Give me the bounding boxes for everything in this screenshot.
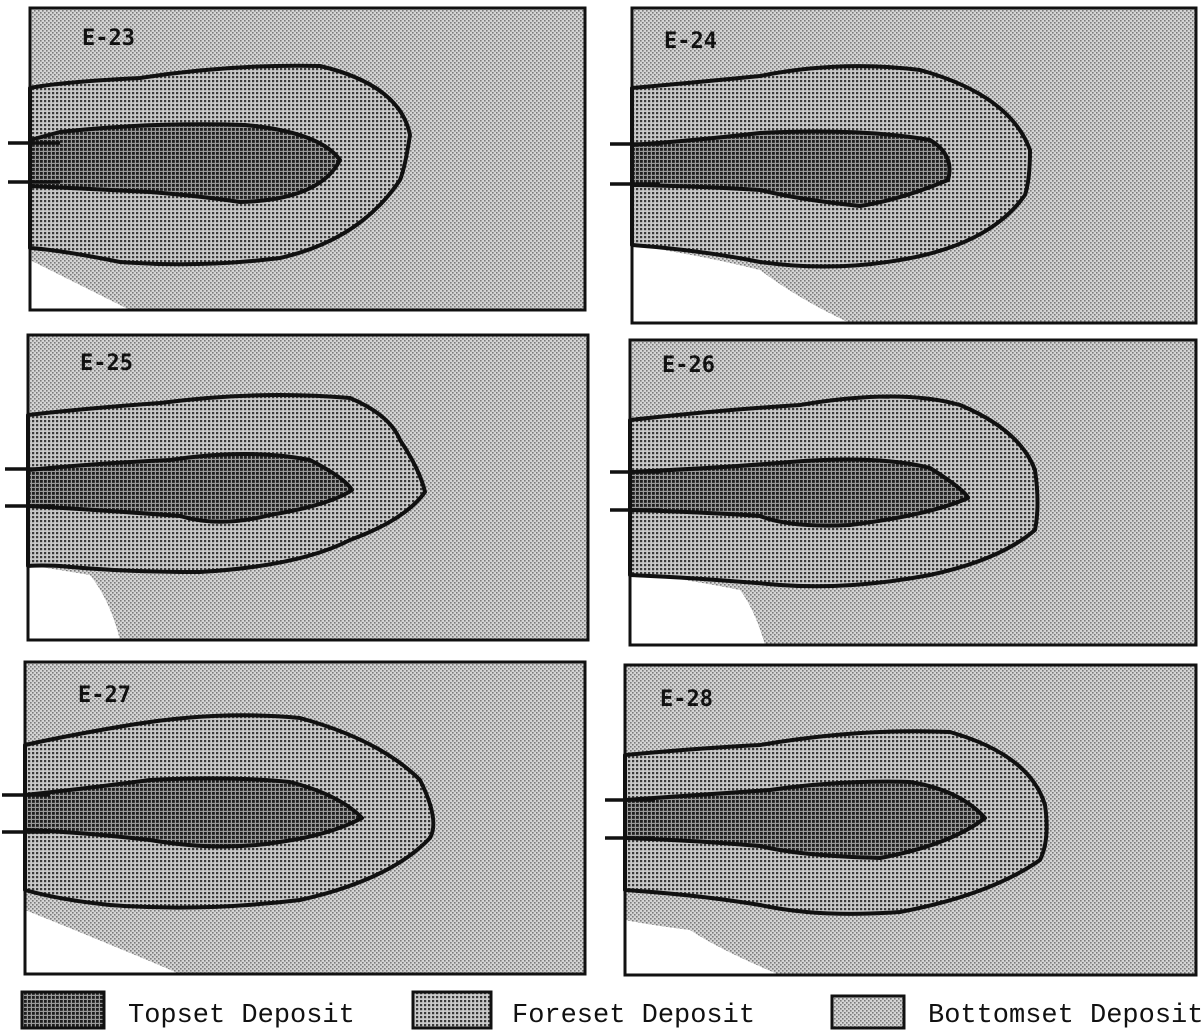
panel-e-24: E-24 <box>610 8 1196 323</box>
legend-item-foreset: Foreset Deposit <box>413 992 755 1031</box>
panel-e-25: E-25 <box>5 335 588 640</box>
legend-item-bottomset: Bottomset Deposit <box>832 996 1203 1031</box>
bottomset-swatch <box>832 996 904 1028</box>
legend-item-topset: Topset Deposit <box>22 992 355 1031</box>
panel-label: E-23 <box>82 26 135 51</box>
panel-label: E-25 <box>80 351 133 376</box>
panel-label: E-24 <box>664 29 717 54</box>
panel-label: E-26 <box>662 353 715 378</box>
panel-e-26: E-26 <box>610 340 1196 645</box>
panel-label: E-28 <box>660 687 713 712</box>
panel-e-28: E-28 <box>605 665 1196 975</box>
bottomset-label: Bottomset Deposit <box>928 1001 1203 1031</box>
legend: Topset Deposit Foreset Deposit Bottomset… <box>22 992 1203 1031</box>
foreset-label: Foreset Deposit <box>512 1001 755 1031</box>
foreset-swatch <box>413 992 491 1028</box>
topset-label: Topset Deposit <box>128 1001 355 1031</box>
topset-swatch <box>22 992 104 1028</box>
panel-e-23: E-23 <box>8 8 585 310</box>
panel-e-27: E-27 <box>2 662 585 974</box>
panel-label: E-27 <box>78 683 131 708</box>
